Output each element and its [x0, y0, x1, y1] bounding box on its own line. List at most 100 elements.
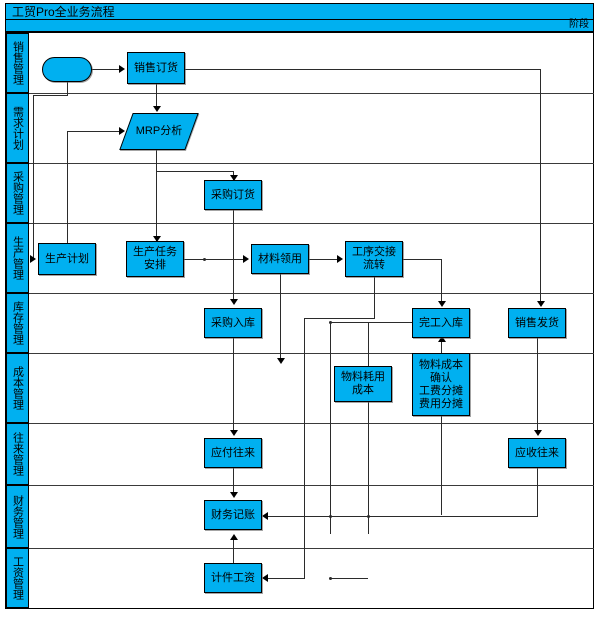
lane-label-finance: 财务管理: [11, 494, 24, 539]
node-mrp[interactable]: MRP分析: [119, 113, 199, 150]
edge-junction-a: [203, 258, 206, 261]
node-piece_wage[interactable]: 计件工资: [204, 563, 262, 593]
lane-separator-purchase: [29, 163, 594, 164]
edge-start-left: [33, 95, 68, 96]
node-label-purchase_in: 采购入库: [211, 316, 255, 329]
edge-arrow-sales-order: [119, 65, 125, 73]
edge-arrow-fin-up: [230, 534, 238, 540]
edge-cost-left-bus: [330, 322, 331, 534]
lane-header-demand: 需求计划: [6, 93, 29, 163]
edge-task-material: [184, 259, 243, 260]
edge-junction-b: [329, 321, 332, 324]
edge-junction-e: [329, 577, 332, 580]
lane-separator-cost: [29, 353, 594, 354]
lane-label-cost: 成本管理: [11, 366, 24, 410]
lane-label-payroll: 工资管理: [11, 556, 24, 600]
node-material_cost[interactable]: 物料耗用成本: [334, 366, 392, 402]
lane-header-purchase: 采购管理: [6, 163, 29, 223]
lane-header-payroll: 工资管理: [6, 548, 29, 608]
edge-arrow-process-flow: [337, 255, 343, 263]
diagram-title-bar: 工贸Pro全业务流程: [5, 3, 594, 20]
edge-mrp-purchase: [156, 171, 233, 172]
node-purchase_in[interactable]: 采购入库: [204, 308, 262, 338]
edge-sales-order-bus: [185, 69, 541, 70]
node-material_issue[interactable]: 材料领用: [251, 244, 309, 274]
edge-process-spine: [374, 277, 375, 318]
node-prod_plan[interactable]: 生产计划: [38, 243, 96, 275]
node-label-purchase_order: 采购订货: [211, 188, 255, 201]
node-accounts_recv[interactable]: 应收往来: [508, 438, 566, 468]
lane-label-sales: 销售管理: [11, 41, 24, 85]
lane-header-cost: 成本管理: [6, 353, 29, 423]
edge-process-down: [441, 259, 442, 305]
edge-sales-ar: [537, 338, 538, 434]
edge-material-process: [309, 259, 337, 260]
edge-bus-right-down: [540, 69, 541, 305]
node-label-piece_wage: 计件工资: [211, 571, 255, 584]
lane-header-inventory: 库存管理: [6, 293, 29, 353]
edge-ar-down: [537, 468, 538, 516]
edge-arrow-sales-out: [537, 301, 545, 307]
stage-label: 阶段: [569, 19, 589, 30]
edge-wage-bus: [304, 318, 305, 578]
node-cost_confirm[interactable]: 物料成本确认工费分摊费用分摊: [412, 353, 470, 416]
edge-wage-in: [266, 578, 305, 579]
edge-arrow-ar: [534, 430, 542, 436]
node-label-accounts_payable: 应付往来: [211, 446, 255, 459]
edge-arrow-piece-wage: [262, 574, 268, 582]
edge-start-sales-order: [92, 69, 119, 70]
lane-separator-finance: [29, 485, 594, 486]
edge-process-right: [403, 259, 441, 260]
edge-arrow-finish-in: [438, 301, 446, 307]
lane-label-ar_ap: 往来管理: [11, 432, 24, 476]
lane-separator-production: [29, 223, 594, 224]
edge-bottom-bus: [330, 578, 368, 579]
edge-arrow-fin-left: [262, 512, 268, 520]
edge-start-down: [67, 82, 68, 95]
edge-cost-left-bus2: [368, 322, 369, 534]
node-label-prod_plan: 生产计划: [45, 252, 89, 265]
node-label-accounts_recv: 应收往来: [515, 446, 559, 459]
edge-arrow-finish-up: [438, 336, 446, 342]
edge-prod-plan-mrp: [67, 131, 119, 132]
node-label-fin_booking: 财务记账: [211, 508, 255, 521]
node-start[interactable]: [42, 57, 92, 82]
edge-arrow-mrp-feed: [119, 127, 125, 135]
edge-arrow-prod-task: [153, 236, 161, 242]
node-finish_in[interactable]: 完工入库: [412, 308, 470, 338]
node-fin_booking[interactable]: 财务记账: [204, 500, 262, 530]
node-process_flow[interactable]: 工序交接流转: [345, 241, 403, 277]
edge-arrow-fin-booking: [230, 492, 238, 498]
edge-finish-left: [330, 322, 412, 323]
node-label-material_issue: 材料领用: [258, 252, 302, 265]
node-accounts_payable[interactable]: 应付往来: [204, 438, 262, 468]
node-sales_out[interactable]: 销售发货: [508, 308, 566, 338]
lane-separator-ar_ap: [29, 423, 594, 424]
edge-prod-plan-up: [67, 131, 68, 243]
lane-label-demand: 需求计划: [11, 106, 24, 150]
node-sales_order[interactable]: 销售订货: [127, 52, 185, 84]
edge-cost-down-bus: [441, 416, 442, 515]
lane-header-finance: 财务管理: [6, 485, 29, 548]
lane-header-sales: 销售管理: [6, 33, 29, 93]
edge-finish-cost: [441, 338, 442, 353]
lane-label-purchase: 采购管理: [11, 171, 24, 215]
edge-ap-fin: [233, 468, 234, 496]
node-prod_task[interactable]: 生产任务安排: [126, 241, 184, 277]
node-label-sales_order: 销售订货: [134, 61, 178, 74]
node-purchase_order[interactable]: 采购订货: [204, 180, 262, 210]
node-label-mrp: MRP分析: [135, 125, 183, 137]
stage-bar: 阶段: [5, 19, 594, 32]
edge-sales-order-mrp: [156, 84, 157, 108]
node-label-prod_task: 生产任务安排: [133, 246, 177, 271]
lane-label-production: 生产管理: [11, 236, 24, 280]
node-label-finish_in: 完工入库: [419, 316, 463, 329]
edge-arrow-mrp: [153, 106, 161, 112]
edge-mrp-spine: [156, 150, 157, 241]
edge-arrow-material-issue: [243, 255, 249, 263]
edge-arrow-material-cost: [277, 358, 285, 364]
edge-ar-fin: [266, 516, 538, 517]
edge-arrow-ap: [230, 430, 238, 436]
lane-separator-payroll: [29, 548, 594, 549]
lane-separator-inventory: [29, 293, 594, 294]
